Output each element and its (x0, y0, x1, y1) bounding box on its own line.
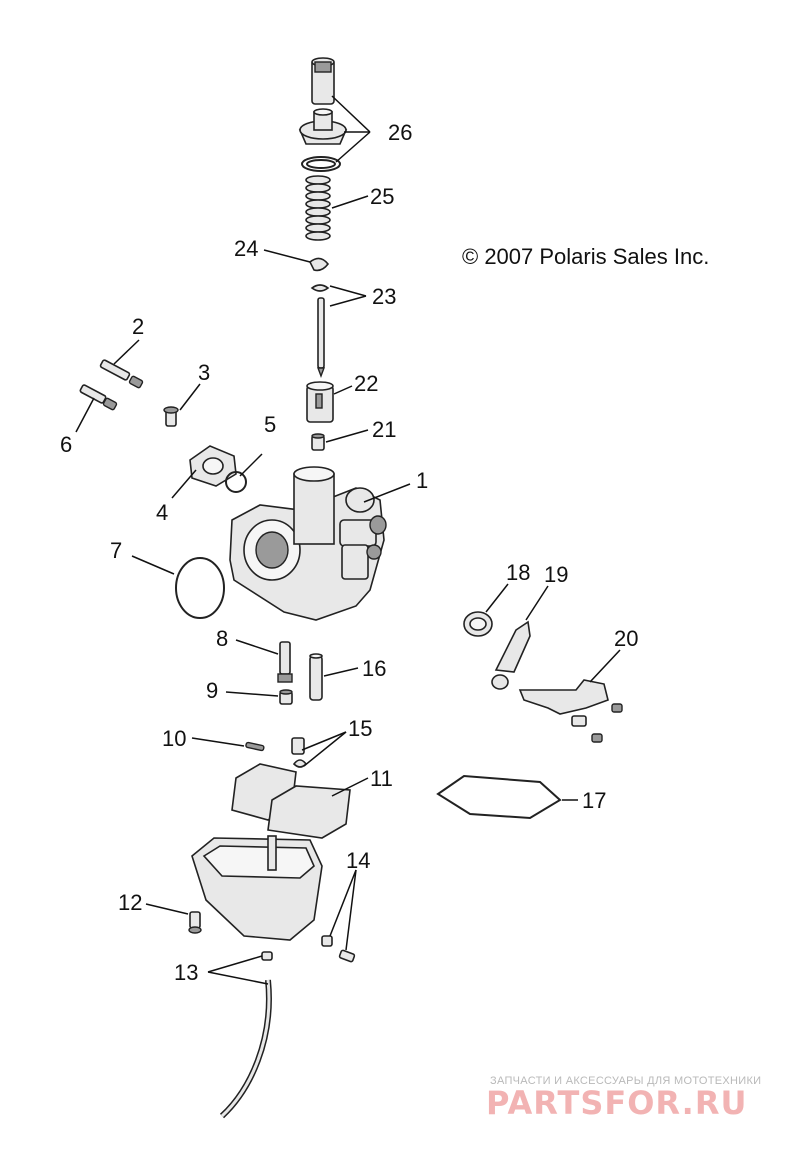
callout-1: 1 (416, 468, 428, 493)
part-8-jet-holder (277, 641, 293, 683)
part-4-cover-plate (189, 445, 237, 487)
part-15-needle-valve (291, 737, 308, 768)
callout-5: 5 (264, 412, 276, 437)
callout-2: 2 (132, 314, 144, 339)
part-3-screw (163, 406, 179, 427)
part-25-spring (305, 175, 331, 241)
part-9-main-jet (279, 689, 293, 705)
callout-22: 22 (354, 371, 378, 396)
copyright-notice: © 2007 Polaris Sales Inc. (462, 244, 709, 269)
part-26-top-cap (298, 57, 348, 172)
part-float-bowl (191, 835, 323, 941)
callout-7: 7 (110, 538, 122, 563)
part-23-jet-needle (310, 284, 330, 378)
callout-6: 6 (60, 432, 72, 457)
callout-20: 20 (614, 626, 638, 651)
part-21-needle-jet (311, 433, 325, 451)
part-14-fittings (321, 935, 356, 963)
callout-23: 23 (372, 284, 396, 309)
leader-lines (75, 95, 621, 985)
callout-21: 21 (372, 417, 396, 442)
callout-12: 12 (118, 890, 142, 915)
part-11-float (231, 763, 351, 839)
part-10-float-pin (245, 741, 265, 752)
callout-13: 13 (174, 960, 198, 985)
watermark-tagline: ЗАПЧАСТИ И АКСЕССУАРЫ ДЛЯ МОТОТЕХНИКИ (490, 1075, 761, 1087)
callout-4: 4 (156, 500, 168, 525)
part-12-drain-screw (188, 911, 202, 934)
callout-11: 11 (370, 766, 393, 791)
part-1-carburetor-body (229, 466, 387, 621)
watermark-brand: PARTSFOR.RU (486, 1084, 747, 1122)
part-24-clip (308, 257, 330, 272)
part-16-jet (309, 653, 323, 701)
callout-16: 16 (362, 656, 386, 681)
part-20-cable-bracket (518, 679, 623, 743)
part-17-bowl-gasket (436, 774, 562, 820)
part-18-return-spring (463, 611, 493, 637)
callout-14: 14 (346, 848, 370, 873)
watermark-logo: ЗАПЧАСТИ И АКСЕССУАРЫ ДЛЯ МОТОТЕХНИКИ PA… (486, 1075, 761, 1122)
callout-19: 19 (544, 562, 568, 587)
callout-10: 10 (162, 726, 186, 751)
callout-9: 9 (206, 678, 218, 703)
part-6-screw (79, 384, 118, 411)
part-22-throttle-slide (306, 381, 334, 423)
part-2-pilot-screw (99, 359, 144, 389)
part-5-o-ring (225, 471, 247, 493)
callout-26: 26 (388, 120, 412, 145)
part-19-throttle-lever (491, 620, 531, 690)
callout-25: 25 (370, 184, 394, 209)
callout-3: 3 (198, 360, 210, 385)
callout-24: 24 (234, 236, 258, 261)
callout-18: 18 (506, 560, 530, 585)
callout-8: 8 (216, 626, 228, 651)
callout-17: 17 (582, 788, 606, 813)
callout-15: 15 (348, 716, 372, 741)
part-7-gasket (175, 557, 225, 619)
